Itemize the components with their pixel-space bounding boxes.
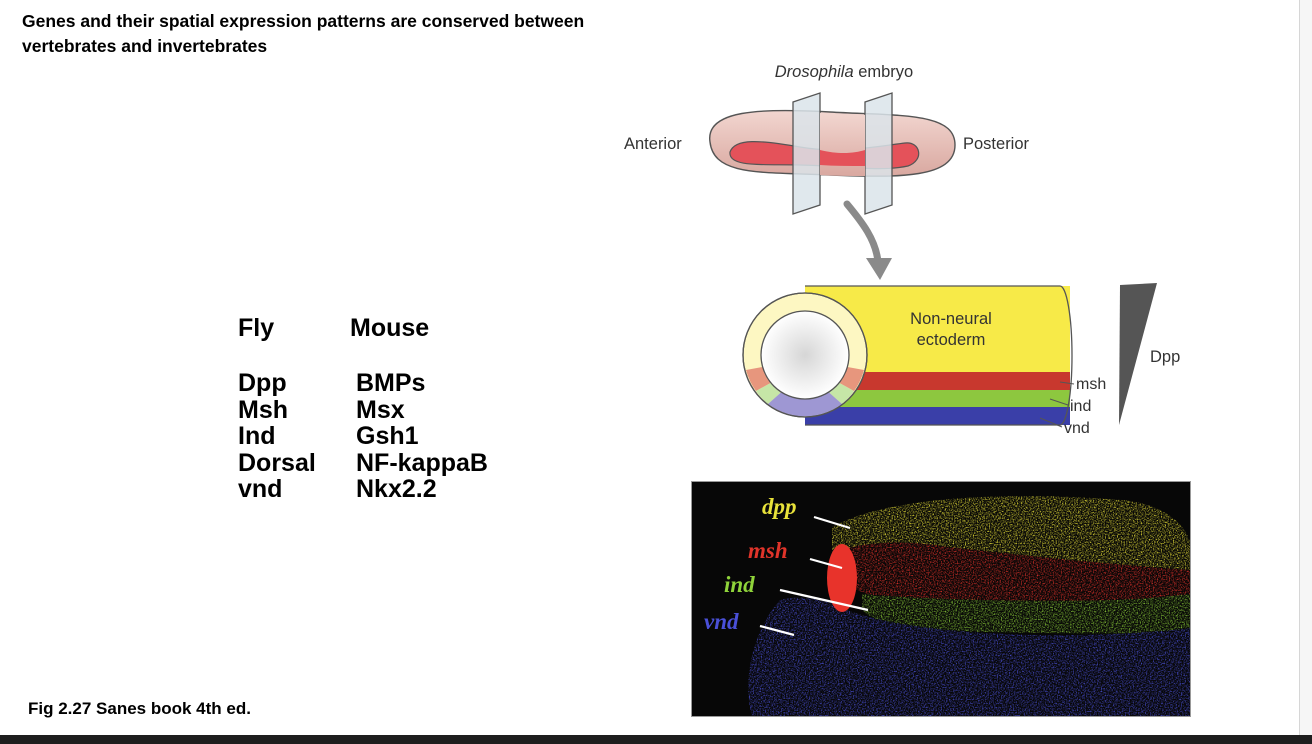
mouse-gene: Gsh1 — [356, 422, 419, 450]
embryo-title: Drosophila embryo — [775, 63, 913, 81]
fly-header: Fly — [238, 314, 275, 342]
embryo-title-italic: Drosophila — [775, 63, 854, 81]
mouse-gene: BMPs — [356, 369, 426, 397]
msh-band — [805, 372, 1070, 390]
ind-band — [805, 390, 1070, 407]
vnd-band — [805, 407, 1070, 425]
fly-gene: Msh — [238, 395, 288, 424]
mouse-header: Mouse — [350, 314, 430, 342]
window-edge — [1299, 0, 1312, 735]
mouse-gene: NF-kappaB — [356, 448, 488, 477]
mouse-gene: Nkx2.2 — [356, 475, 437, 503]
table-row: Dpp BMPs — [238, 370, 558, 397]
table-row: Ind Gsh1 — [238, 423, 558, 450]
ectoderm-cylinder — [742, 285, 1073, 426]
slide-title: Genes and their spatial expression patte… — [22, 11, 585, 56]
posterior-label: Posterior — [963, 135, 1030, 153]
fly-gene: Ind — [238, 422, 276, 450]
anterior-label: Anterior — [624, 135, 682, 153]
micro-label-ind: ind — [724, 572, 755, 597]
mouse-gene: Msx — [356, 395, 405, 424]
micro-label-msh: msh — [748, 538, 788, 563]
ind-label: ind — [1070, 398, 1091, 415]
fluorescence-micrograph: dpp msh ind vnd — [691, 481, 1191, 717]
non-neural-label-2: ectoderm — [917, 331, 986, 349]
embryo-title-rest: embryo — [854, 63, 914, 81]
table-row: vnd Nkx2.2 — [238, 476, 558, 503]
section-plane — [792, 92, 821, 215]
table-row: Msh Msx — [238, 397, 558, 424]
section-plane — [864, 92, 893, 215]
fly-gene: Dpp — [238, 369, 287, 397]
msh-label: msh — [1076, 376, 1106, 393]
fly-gene: vnd — [238, 475, 283, 503]
non-neural-label-1: Non-neural — [910, 310, 992, 328]
dpp-gradient-wedge — [1119, 283, 1157, 425]
table-row: Dorsal NF-kappaB — [238, 450, 558, 477]
figure-caption: Fig 2.27 Sanes book 4th ed. — [28, 699, 251, 718]
vnd-label: vnd — [1064, 420, 1090, 437]
dpp-gradient-label: Dpp — [1150, 348, 1180, 366]
micrograph-image — [748, 496, 1190, 716]
curved-arrow-icon — [843, 200, 892, 280]
fly-gene: Dorsal — [238, 448, 316, 477]
micro-label-dpp: dpp — [762, 494, 797, 519]
micro-label-vnd: vnd — [704, 609, 739, 634]
bottom-bar — [0, 735, 1312, 744]
